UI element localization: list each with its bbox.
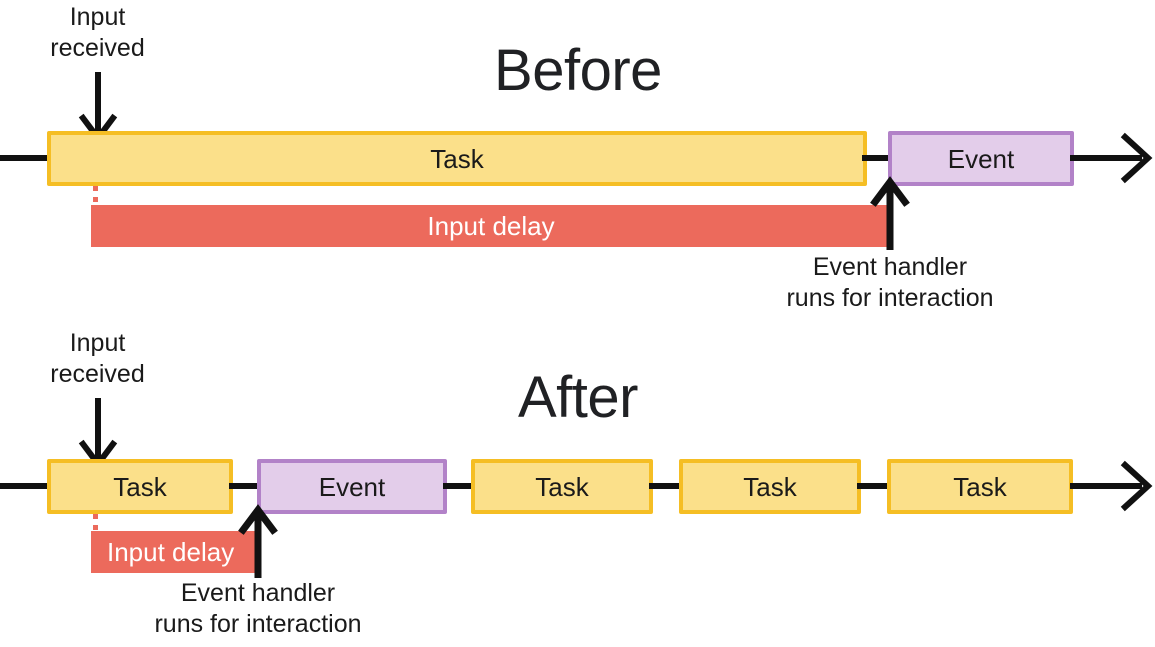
after-task-block-2[interactable]: Task bbox=[471, 459, 653, 514]
before-event-handler-label: Event handler runs for interaction bbox=[735, 252, 1045, 314]
after-input-received-label: Input received bbox=[20, 328, 175, 390]
after-connector-1 bbox=[229, 483, 261, 489]
before-task-block[interactable]: Task bbox=[47, 131, 867, 186]
after-input-delay-dotted-connector bbox=[93, 514, 98, 534]
after-event-handler-line2: runs for interaction bbox=[154, 610, 362, 638]
after-connector-2 bbox=[443, 483, 475, 489]
after-event-block[interactable]: Event bbox=[257, 459, 447, 514]
before-task-event-connector bbox=[862, 155, 892, 161]
after-task-label-4: Task bbox=[953, 471, 1007, 502]
after-connector-4 bbox=[857, 483, 891, 489]
before-event-block[interactable]: Event bbox=[888, 131, 1074, 186]
after-event-handler-line1: Event handler bbox=[180, 579, 336, 607]
before-input-received-line2: received bbox=[50, 34, 145, 62]
after-event-label: Event bbox=[318, 471, 386, 502]
after-task-block-1[interactable]: Task bbox=[47, 459, 233, 514]
before-event-label: Event bbox=[947, 143, 1015, 174]
after-heading: After bbox=[518, 365, 639, 430]
after-connector-3 bbox=[649, 483, 683, 489]
after-event-handler-arrow-icon bbox=[238, 504, 280, 578]
before-event-handler-line2: runs for interaction bbox=[786, 284, 994, 312]
after-timeline-arrow-icon bbox=[1070, 459, 1155, 520]
after-task-label-3: Task bbox=[743, 471, 797, 502]
after-input-delay-label: Input delay bbox=[107, 537, 235, 567]
after-task-block-4[interactable]: Task bbox=[887, 459, 1073, 514]
before-input-delay-label: Input delay bbox=[427, 211, 555, 241]
before-timeline-left-stub bbox=[0, 155, 52, 161]
after-input-received-line2: received bbox=[50, 360, 145, 388]
after-task-block-3[interactable]: Task bbox=[679, 459, 861, 514]
before-event-handler-arrow-icon bbox=[870, 176, 912, 250]
before-input-delay-dotted-connector bbox=[93, 186, 98, 208]
after-input-received-line1: Input bbox=[69, 329, 126, 357]
before-heading: Before bbox=[494, 38, 662, 103]
before-input-received-label: Input received bbox=[20, 2, 175, 64]
before-input-received-line1: Input bbox=[69, 3, 126, 31]
after-input-delay-bar: Input delay bbox=[91, 531, 260, 573]
before-task-label: Task bbox=[430, 143, 484, 174]
before-input-delay-bar: Input delay bbox=[91, 205, 891, 247]
before-timeline-arrow-icon bbox=[1070, 131, 1155, 192]
after-task-label-1: Task bbox=[113, 471, 167, 502]
after-timeline-left-stub bbox=[0, 483, 52, 489]
after-event-handler-label: Event handler runs for interaction bbox=[103, 578, 413, 640]
after-task-label-2: Task bbox=[535, 471, 589, 502]
before-event-handler-line1: Event handler bbox=[812, 253, 968, 281]
